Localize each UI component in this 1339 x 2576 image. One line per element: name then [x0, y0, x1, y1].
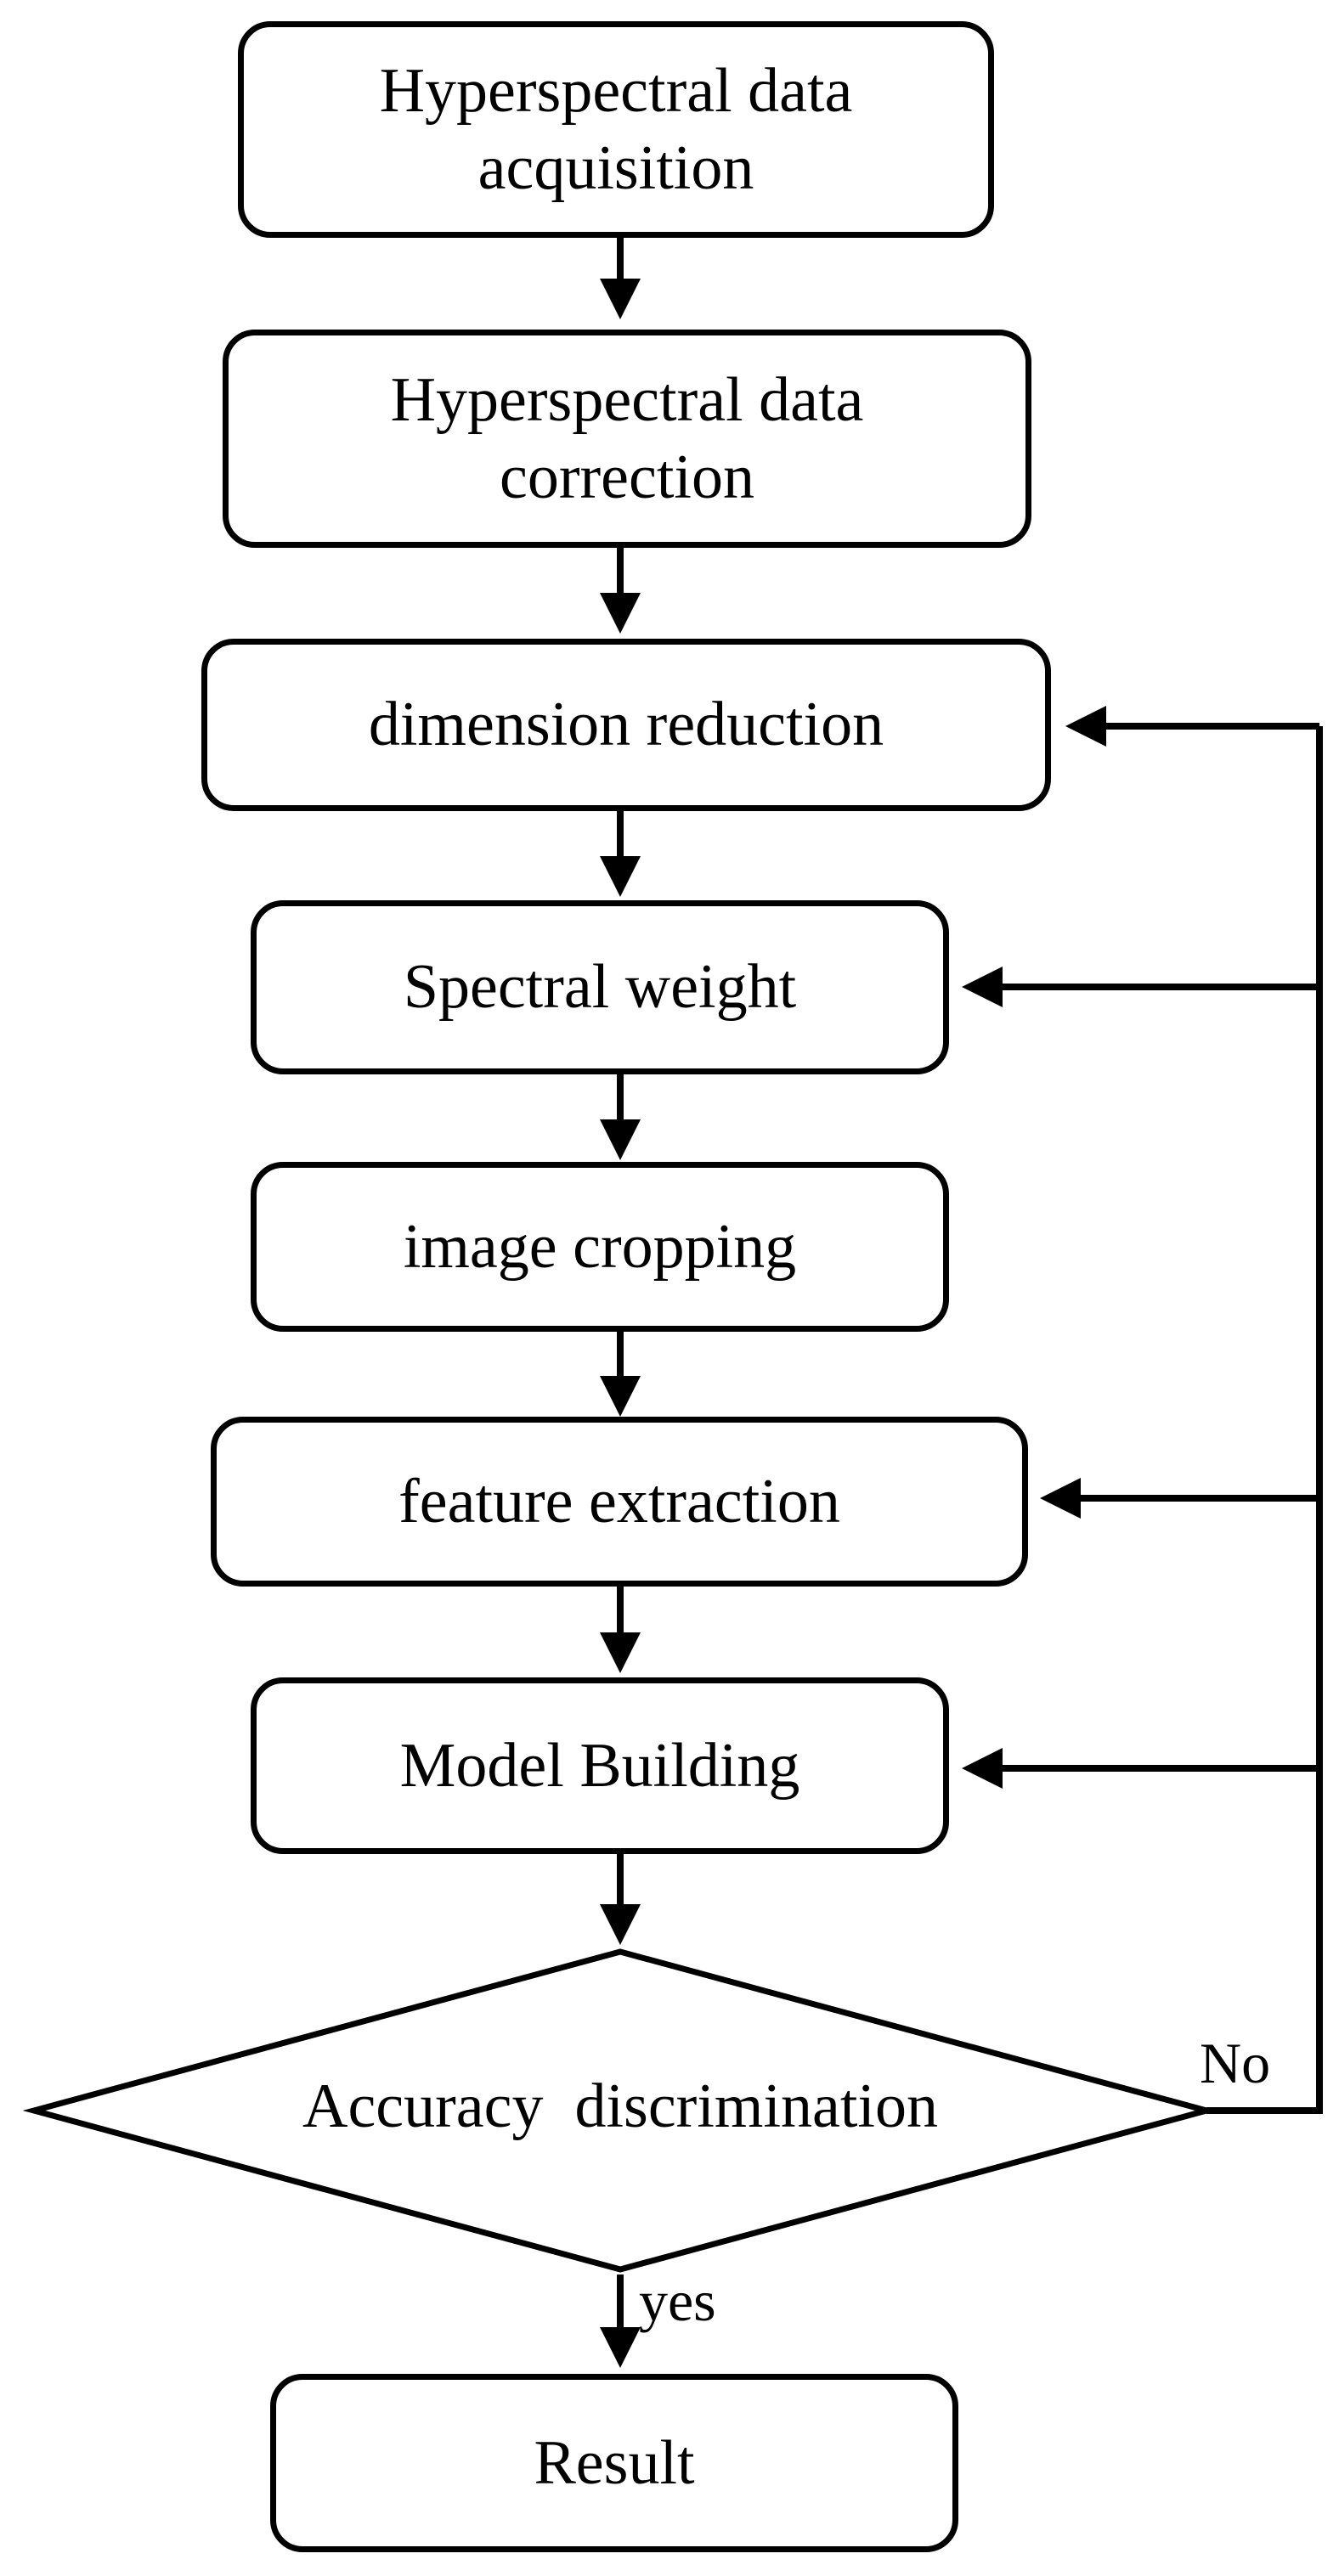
step-feature-extraction: feature extraction: [211, 1417, 1028, 1587]
result-label: Result: [534, 2427, 695, 2498]
no-label: No: [1200, 2031, 1271, 2095]
step-model-building: Model Building: [251, 1677, 949, 1854]
step-data-acquisition: Hyperspectral data acquisition: [238, 21, 994, 238]
step-label: feature extraction: [398, 1466, 840, 1536]
step-image-cropping: image cropping: [251, 1162, 949, 1332]
decision-diamond: [22, 1948, 1218, 2273]
step-label: Spectral weight: [403, 952, 797, 1023]
step-data-correction: Hyperspectral data correction: [223, 330, 1031, 548]
step-label: image cropping: [403, 1211, 797, 1282]
step-label: Model Building: [399, 1730, 800, 1801]
step-dimension-reduction: dimension reduction: [201, 639, 1051, 811]
step-label: Hyperspectral data correction: [390, 365, 864, 512]
result-box: Result: [270, 2374, 958, 2552]
decision-label: Accuracy discrimination: [302, 2072, 938, 2141]
step-label: Hyperspectral data acquisition: [379, 56, 853, 203]
yes-label: yes: [639, 2269, 716, 2333]
step-spectral-weight: Spectral weight: [251, 900, 949, 1074]
feedback-line: [1206, 726, 1323, 2114]
step-label: dimension reduction: [368, 690, 884, 760]
